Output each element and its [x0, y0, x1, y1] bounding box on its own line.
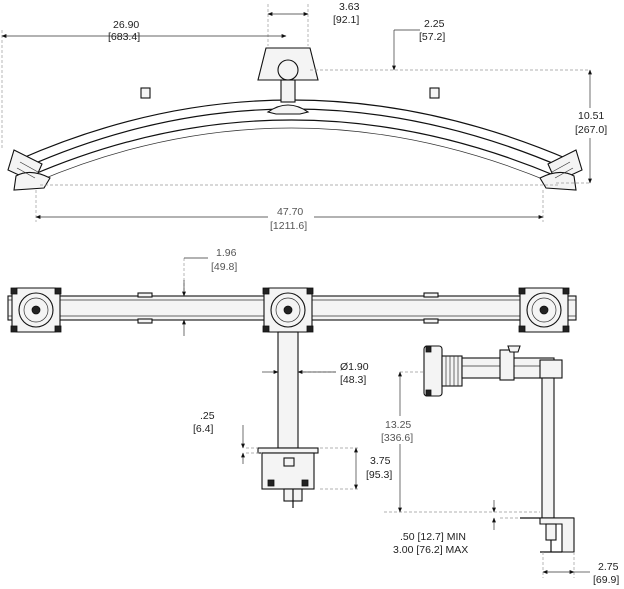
top-view-dimensions: 26.90 [683.4] 3.63 [92.1] 2.25 [57.2] 10…: [1, 1, 614, 233]
dim-hub-height-in: 2.25: [424, 18, 445, 30]
bar-clip-right: [429, 87, 440, 99]
center-vesa-plate: [266, 104, 310, 115]
pole-diameter-symbol: Ø: [340, 361, 348, 373]
dim-overall-width-mm: [1211.6]: [270, 220, 307, 232]
side-clamp: [539, 517, 575, 553]
dim-hub-width-in: 3.63: [339, 1, 360, 13]
dim-side-height-in: 13.25: [385, 419, 411, 431]
dim-clamp-plate-in: .25: [200, 410, 215, 422]
dim-desk-min: .50 [12.7] MIN: [400, 531, 466, 543]
hub-knob: [277, 59, 299, 81]
dim-clamp-height-mm: [95.3]: [366, 469, 392, 481]
dim-clamp-depth-mm: [69.9]: [593, 574, 619, 586]
dim-clamp-plate-mm: [6.4]: [193, 423, 214, 435]
dim-clamp-height-in: 3.75: [370, 455, 391, 467]
front-vesa-left: [10, 287, 62, 333]
bar-clip-left: [140, 87, 151, 99]
dim-top-width-mm: [683.4]: [108, 31, 140, 43]
right-monitor-head: [539, 149, 583, 191]
dim-arc-height-in: 10.51: [578, 110, 604, 122]
svg-text:Ø1.90: Ø1.90: [340, 361, 369, 373]
dim-pole-diameter-in: 1.90: [348, 361, 369, 373]
dim-overall-width-in: 47.70: [277, 206, 303, 218]
dim-side-height-mm: [336.6]: [381, 432, 413, 444]
dim-arc-height-mm: [267.0]: [575, 124, 607, 136]
side-view-dimensions: 13.25 [336.6] .50 [12.7] MIN 3.00 [76.2]…: [380, 371, 619, 586]
front-pole: [277, 331, 299, 449]
front-desk-plate: [257, 447, 319, 454]
side-view: [384, 345, 575, 578]
dim-bar-height-in: 1.96: [216, 247, 237, 259]
dim-pole-diameter-mm: [48.3]: [340, 374, 366, 386]
top-view: [1, 4, 590, 222]
side-vesa-head: [423, 345, 443, 397]
front-view: [7, 258, 577, 508]
dim-desk-max: 3.00 [76.2] MAX: [393, 544, 468, 556]
dim-top-width-in: 26.90: [113, 19, 139, 31]
center-post: [280, 79, 296, 103]
dim-clamp-depth-in: 2.75: [598, 561, 619, 573]
dim-hub-height-mm: [57.2]: [419, 31, 445, 43]
front-view-dimensions: 1.96 [49.8] Ø1.90 [48.3] .25 [6.4] 3.75 …: [182, 247, 392, 490]
dim-bar-height-mm: [49.8]: [211, 261, 237, 273]
dim-hub-width-mm: [92.1]: [333, 14, 359, 26]
front-vesa-center: [262, 287, 314, 333]
side-pole: [541, 377, 555, 519]
front-vesa-right: [518, 287, 570, 333]
left-monitor-head: [7, 149, 51, 191]
